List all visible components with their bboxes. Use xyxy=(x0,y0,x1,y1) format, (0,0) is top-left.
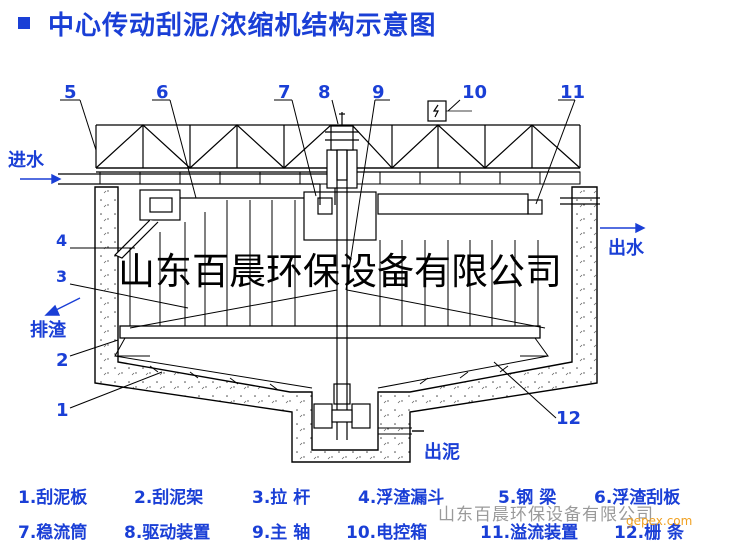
part-number-7: 7 xyxy=(278,82,291,103)
tie-rods xyxy=(129,289,546,329)
legend-item-1: 1.刮泥板 xyxy=(18,488,88,508)
tank-walls xyxy=(94,186,598,463)
legend-item-10: 10.电控箱 xyxy=(346,523,428,543)
footer-watermark: 山东百晨环保设备有限公司 xyxy=(438,505,654,525)
stilling-well xyxy=(303,191,377,241)
legend-item-2: 2.刮泥架 xyxy=(134,488,204,508)
part-number-3: 3 xyxy=(56,267,67,286)
title-bullet-icon xyxy=(18,17,30,29)
overflow-weir xyxy=(377,193,600,215)
legend-item-12: 12.栅 条 xyxy=(614,523,685,543)
part-number-1: 1 xyxy=(56,400,69,421)
legend-item-3: 3.拉 杆 xyxy=(252,488,311,508)
bottom-bearing xyxy=(313,383,371,429)
site-mark: gepex.com xyxy=(626,514,693,528)
part-number-10: 10 xyxy=(462,82,487,103)
scum-label: 排渣 xyxy=(30,319,67,341)
legend-item-5: 5.钢 梁 xyxy=(498,488,557,508)
part-number-4: 4 xyxy=(56,231,67,250)
sludge-label: 出泥 xyxy=(424,441,460,463)
inlet-label: 进水 xyxy=(8,149,45,171)
legend-item-11: 11.溢流装置 xyxy=(480,523,579,543)
leader-lines xyxy=(60,99,576,419)
part-number-11: 11 xyxy=(560,82,585,103)
scum-hopper xyxy=(113,189,304,259)
outlet-label: 出水 xyxy=(608,237,645,259)
legend-item-8: 8.驱动装置 xyxy=(124,523,211,543)
legend-item-7: 7.稳流筒 xyxy=(18,523,88,543)
scraper-frame xyxy=(114,200,549,389)
drive-unit xyxy=(325,112,359,189)
sludge-pipe xyxy=(378,427,412,435)
company-watermark: 山东百晨环保设备有限公司 xyxy=(118,250,562,293)
legend-item-6: 6.浮渣刮板 xyxy=(594,488,681,508)
part-number-5: 5 xyxy=(64,82,77,103)
scraper-blades xyxy=(149,365,509,391)
legend-item-9: 9.主 轴 xyxy=(252,523,311,543)
diagram-title: 中心传动刮泥/浓缩机结构示意图 xyxy=(48,10,437,41)
legend-item-4: 4.浮渣漏斗 xyxy=(358,488,445,508)
part-number-8: 8 xyxy=(318,82,331,103)
title-row: 中心传动刮泥/浓缩机结构示意图 xyxy=(12,6,437,41)
main-shaft xyxy=(336,150,348,440)
part-number-6: 6 xyxy=(156,82,169,103)
part-number-2: 2 xyxy=(56,350,69,371)
control-box xyxy=(427,100,472,122)
part-number-9: 9 xyxy=(372,82,385,103)
flow-arrows xyxy=(20,173,646,432)
part-number-12: 12 xyxy=(556,408,581,429)
